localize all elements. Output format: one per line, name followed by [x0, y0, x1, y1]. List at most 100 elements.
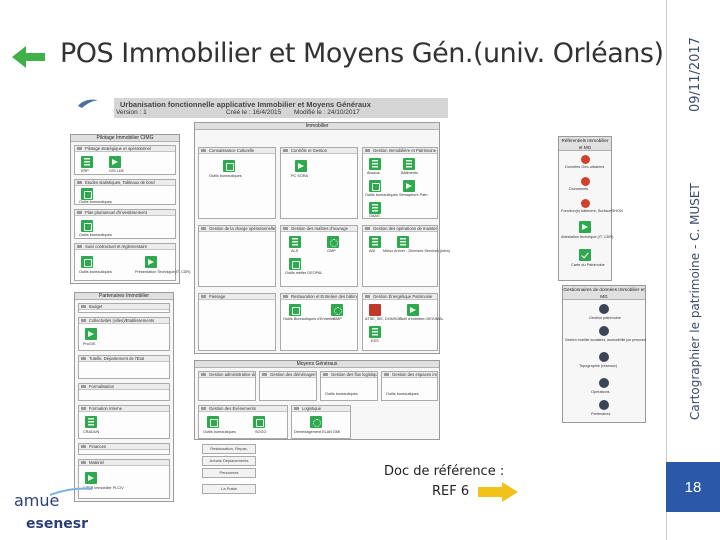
back-arrow-icon[interactable]: [12, 46, 46, 68]
box-title: Connaissance Culturelle: [199, 148, 275, 154]
red-app-icon: [369, 304, 381, 316]
dark-dot-icon: [599, 378, 609, 388]
diagram-modified: Modifié le : 24/10/2017: [294, 109, 360, 116]
app-label: ADI: [369, 249, 376, 253]
page-title: POS Immobilier et Moyens Gén.(univ. Orlé…: [60, 38, 664, 69]
arrow-app-icon: [295, 160, 307, 172]
office-tools-icon: [289, 258, 301, 270]
box-title: Pilotage stratégique et opérationnel: [75, 146, 175, 152]
box-plan-pluriannuel: Plan pluriannuel d'investissement Outils…: [74, 209, 176, 239]
app-label: GMP: [333, 317, 342, 321]
office-tools-icon: [253, 416, 265, 428]
gest-label: Partenaires: [591, 412, 611, 416]
office-tools-icon: [81, 188, 93, 200]
app-label: Outils bureautiques: [79, 233, 112, 237]
box-formation: Formation Interne CRADUN: [78, 405, 170, 439]
panel-moyens-generaux: Moyens Généraux Gestion administrative d…: [194, 360, 440, 440]
office-tools-icon: [81, 220, 93, 232]
office-tools-icon: [207, 416, 219, 428]
box-passage: Passage: [198, 293, 276, 351]
app-label: Mieux Arriver - Diverses Services (intra…: [383, 249, 450, 253]
right-sidebar: [664, 0, 720, 540]
diagram-version: Version : 1: [116, 109, 147, 116]
box-finances: Finances: [78, 443, 170, 455]
app-label: Outils Bureautiques d'Entretien: [283, 317, 336, 321]
panel-referentiels: Référentiels Immobilier et MG Données Gé…: [558, 136, 623, 281]
gear-icon: [327, 236, 339, 248]
box-gestion-immo: Gestion Immobilière et Patrimoine Abacus…: [362, 147, 438, 219]
box-title: Suivi contractuel et règlementaire: [75, 244, 175, 250]
box-energetique: Gestion Énergétique Patrimoine ATSE, SIE…: [362, 293, 444, 351]
box-title: Gestion de la charge opérationnelle: [199, 226, 275, 232]
box-title: Tutelle, Département de l'Etat: [79, 356, 169, 362]
box-restauration-side: Restauration, Repas, gardiennage: [202, 444, 256, 459]
box-title: Passage: [199, 294, 275, 300]
gest-label: Gestion mobilier-locataires, accessibili…: [565, 338, 647, 342]
ref-label: Fonction(s) bâtiment, Surface/SHON: [561, 209, 623, 213]
panel-title: Référentiels Immobilier et MG: [559, 137, 611, 151]
box-achats: Achats Déplacements: [202, 456, 256, 466]
diagram-header: Urbanisation fonctionnelle applicative I…: [62, 94, 450, 122]
box-title: Gestion des opérations de maintenance: [363, 226, 437, 232]
box-title: Restauration et Entretien des bâtiments: [281, 294, 357, 300]
slide-date: 09/11/2017: [688, 37, 703, 112]
app-label: Outil d'entretien DEGIMAL: [399, 317, 444, 321]
box-flux-logistiques: Gestion des flux logistiques Outils bure…: [320, 371, 378, 401]
gear-icon: [310, 416, 322, 428]
red-dot-icon: [581, 177, 590, 186]
box-title: Gestion des Évènements: [199, 406, 287, 412]
ref-label: Carte du Patrimoine: [571, 263, 605, 267]
app-label: CRADUN: [83, 430, 100, 434]
app-label: Outils métier DEOPAL: [285, 271, 323, 275]
check-icon: [579, 249, 591, 261]
box-title: Formalisation: [79, 384, 169, 390]
reference-caption: Doc de référence : REF 6: [384, 462, 536, 502]
app-label: Abacus: [367, 171, 380, 175]
caption-line1: Doc de référence :: [384, 464, 505, 479]
app-label: PC SORA: [291, 174, 309, 178]
application-map-diagram: Urbanisation fonctionnelle applicative I…: [62, 94, 450, 514]
app-label: Bâtiments: [401, 171, 418, 175]
amue-logo: amue: [14, 491, 60, 510]
box-title: Logistique: [292, 406, 350, 412]
app-label: Outils bureautiques: [365, 193, 398, 197]
box-title: Gestion des déménagements: [260, 372, 316, 378]
app-label: OAAS: [369, 214, 380, 218]
database-icon: [369, 202, 381, 214]
box-patrimoine-mobilier: Gestion administrative du patrimoine mob…: [198, 371, 256, 401]
office-tools-icon: [369, 180, 381, 192]
box-title: Formation Interne: [79, 406, 169, 412]
arrow-app-icon: [579, 221, 591, 233]
slide-author: Cartographier le patrimoine - C. MUSET: [688, 183, 702, 420]
logo-icon: [78, 99, 98, 108]
red-dot-icon: [581, 199, 590, 208]
dark-dot-icon: [599, 304, 609, 314]
diagram-title-bar: Urbanisation fonctionnelle applicative I…: [114, 98, 448, 118]
box-title: Gestion des flux logistiques: [321, 372, 377, 378]
arrow-app-icon: [85, 328, 97, 340]
database-icon: [85, 416, 97, 428]
app-label: ESS: [371, 339, 379, 343]
box-title: Gestion des maîtres d'ouvrage: [281, 226, 357, 232]
arrow-app-icon: [145, 256, 157, 268]
app-label: Outils bureautiques: [209, 174, 242, 178]
app-label: Outils bureautiques: [386, 392, 419, 396]
box-evenements: Gestion des Évènements Outils bureautiqu…: [198, 405, 288, 439]
dark-dot-icon: [599, 400, 609, 410]
page-number: 18: [666, 462, 720, 512]
right-arrow-icon[interactable]: [478, 482, 518, 502]
app-label: Outils bureautiques: [79, 200, 112, 204]
box-title: Gestion des espaces intérieurs: [382, 372, 437, 378]
ref-label: Documents: [569, 187, 589, 191]
app-label: Sémaphore Patri.: [399, 193, 429, 197]
box-maitres-ouvrage: Gestion des maîtres d'ouvrage ALS GMP Ou…: [280, 225, 358, 287]
red-dot-icon: [581, 155, 590, 164]
app-label: GMP: [327, 249, 336, 253]
box-title: Collectivités (villes)/Etablissements: [79, 318, 169, 324]
arrow-app-icon: [403, 180, 415, 192]
panel-title: Pilotage Immobilier CIMG: [71, 135, 179, 142]
box-tutelle: Tutelle, Département de l'Etat: [78, 355, 170, 379]
panel-partenaires: Partenaires Immobilier Budget Collectivi…: [74, 292, 174, 502]
box-formalisation: Formalisation: [78, 383, 170, 401]
box-logistique: Logistique Déménagement ELAN GMI: [291, 405, 351, 439]
